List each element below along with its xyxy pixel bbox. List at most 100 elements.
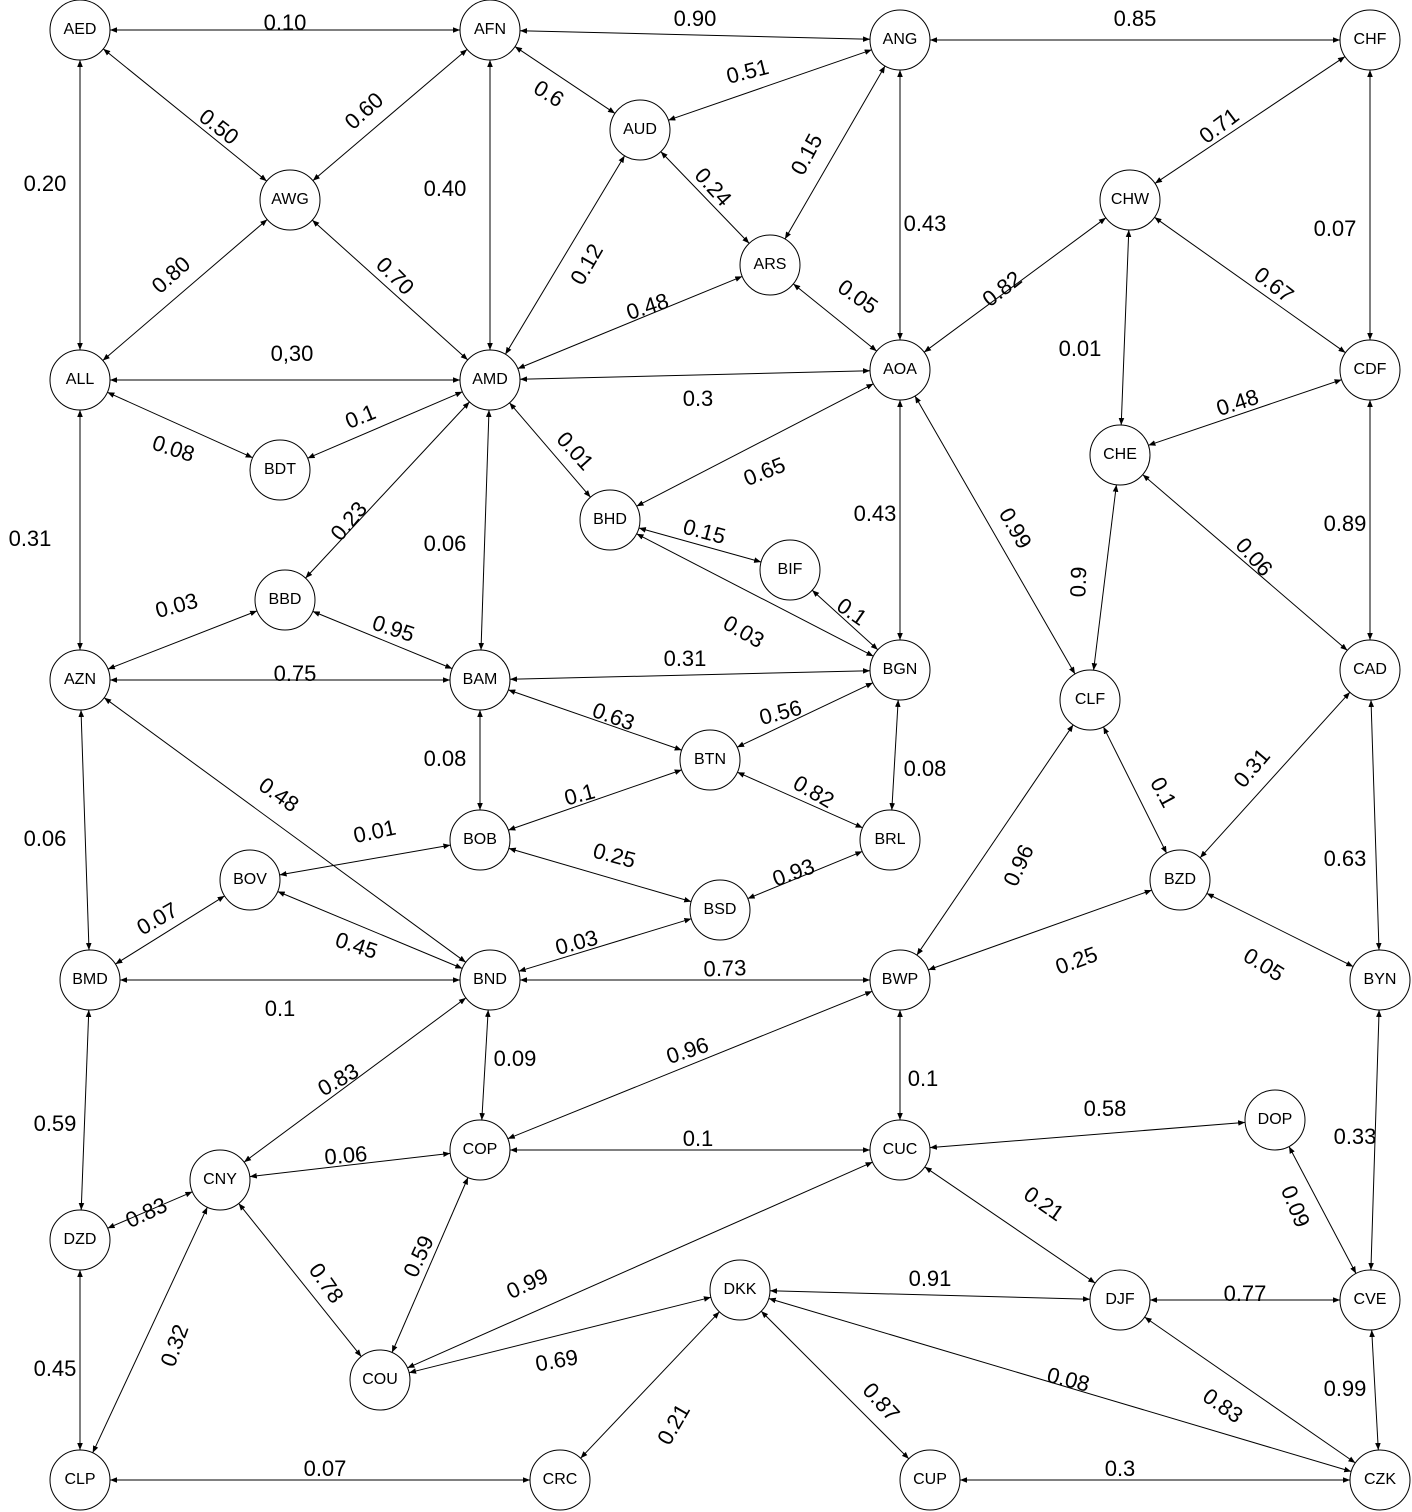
node-bgn[interactable]: BGN (869, 639, 931, 701)
node-circle[interactable] (739, 234, 801, 296)
node-circle[interactable] (869, 339, 931, 401)
node-circle[interactable] (49, 1209, 111, 1271)
node-circle[interactable] (709, 1259, 771, 1321)
node-djf[interactable]: DJF (1089, 1269, 1151, 1331)
node-circle[interactable] (1059, 669, 1121, 731)
node-dkk[interactable]: DKK (709, 1259, 771, 1321)
node-bdt[interactable]: BDT (249, 439, 311, 501)
node-dzd[interactable]: DZD (49, 1209, 111, 1271)
node-circle[interactable] (254, 569, 316, 631)
node-cad[interactable]: CAD (1339, 639, 1401, 701)
node-bsd[interactable]: BSD (689, 879, 751, 941)
node-circle[interactable] (529, 1449, 591, 1511)
node-azn[interactable]: AZN (49, 649, 111, 711)
node-label: DKK (724, 1281, 757, 1298)
node-circle[interactable] (1339, 1269, 1401, 1331)
node-crc[interactable]: CRC (529, 1449, 591, 1511)
node-aoa[interactable]: AOA (869, 339, 931, 401)
node-brl[interactable]: BRL (859, 809, 921, 871)
node-circle[interactable] (869, 9, 931, 71)
node-circle[interactable] (459, 949, 521, 1011)
node-circle[interactable] (1339, 9, 1401, 71)
node-circle[interactable] (219, 849, 281, 911)
node-all[interactable]: ALL (49, 349, 111, 411)
edge-weight-label: 0.93 (769, 853, 818, 891)
edge-weight-label: 0.48 (254, 772, 303, 817)
node-circle[interactable] (449, 649, 511, 711)
node-circle[interactable] (899, 1449, 961, 1511)
node-bbd[interactable]: BBD (254, 569, 316, 631)
node-circle[interactable] (49, 0, 111, 61)
node-aed[interactable]: AED (49, 0, 111, 61)
node-circle[interactable] (869, 949, 931, 1011)
node-circle[interactable] (49, 649, 111, 711)
node-circle[interactable] (449, 809, 511, 871)
node-circle[interactable] (449, 1119, 511, 1181)
node-clf[interactable]: CLF (1059, 669, 1121, 731)
edge-line (1154, 56, 1346, 184)
edge-weight-label: 0.21 (652, 1399, 695, 1449)
edge-line (636, 383, 874, 507)
node-ang[interactable]: ANG (869, 9, 931, 71)
node-circle[interactable] (869, 639, 931, 701)
node-bnd[interactable]: BND (459, 949, 521, 1011)
node-che[interactable]: CHE (1089, 424, 1151, 486)
node-circle[interactable] (609, 99, 671, 161)
node-bzd[interactable]: BZD (1149, 849, 1211, 911)
node-czk[interactable]: CZK (1349, 1449, 1411, 1511)
node-label: CHF (1354, 31, 1387, 48)
node-cop[interactable]: COP (449, 1119, 511, 1181)
node-circle[interactable] (1349, 1449, 1411, 1511)
node-circle[interactable] (1339, 339, 1401, 401)
node-bov[interactable]: BOV (219, 849, 281, 911)
node-cup[interactable]: CUP (899, 1449, 961, 1511)
node-chw[interactable]: CHW (1099, 169, 1161, 231)
node-cny[interactable]: CNY (189, 1149, 251, 1211)
node-bwp[interactable]: BWP (869, 949, 931, 1011)
node-bif[interactable]: BIF (759, 539, 821, 601)
node-btn[interactable]: BTN (679, 729, 741, 791)
node-circle[interactable] (1339, 639, 1401, 701)
node-dop[interactable]: DOP (1244, 1089, 1306, 1151)
node-circle[interactable] (759, 539, 821, 601)
node-circle[interactable] (459, 0, 521, 61)
node-cve[interactable]: CVE (1339, 1269, 1401, 1331)
edge-weight-label: 0.01 (552, 427, 599, 476)
node-label: AZN (64, 671, 96, 688)
node-bam[interactable]: BAM (449, 649, 511, 711)
node-circle[interactable] (49, 1449, 111, 1511)
node-circle[interactable] (859, 809, 921, 871)
node-circle[interactable] (1099, 169, 1161, 231)
node-circle[interactable] (1149, 849, 1211, 911)
node-cou[interactable]: COU (349, 1349, 411, 1411)
node-afn[interactable]: AFN (459, 0, 521, 61)
node-circle[interactable] (1089, 1269, 1151, 1331)
node-bob[interactable]: BOB (449, 809, 511, 871)
node-cdf[interactable]: CDF (1339, 339, 1401, 401)
node-circle[interactable] (349, 1349, 411, 1411)
node-circle[interactable] (249, 439, 311, 501)
node-aud[interactable]: AUD (609, 99, 671, 161)
node-circle[interactable] (189, 1149, 251, 1211)
node-circle[interactable] (579, 489, 641, 551)
node-circle[interactable] (1349, 949, 1411, 1011)
node-chf[interactable]: CHF (1339, 9, 1401, 71)
node-circle[interactable] (689, 879, 751, 941)
node-cuc[interactable]: CUC (869, 1119, 931, 1181)
node-bhd[interactable]: BHD (579, 489, 641, 551)
node-amd[interactable]: AMD (459, 349, 521, 411)
node-circle[interactable] (869, 1119, 931, 1181)
node-bmd[interactable]: BMD (59, 949, 121, 1011)
node-circle[interactable] (1244, 1089, 1306, 1151)
node-circle[interactable] (679, 729, 741, 791)
node-circle[interactable] (59, 949, 121, 1011)
node-byn[interactable]: BYN (1349, 949, 1411, 1011)
node-awg[interactable]: AWG (259, 169, 321, 231)
edge-weight-label: 0.08 (904, 756, 947, 781)
node-circle[interactable] (1089, 424, 1151, 486)
node-circle[interactable] (459, 349, 521, 411)
node-circle[interactable] (49, 349, 111, 411)
node-circle[interactable] (259, 169, 321, 231)
node-ars[interactable]: ARS (739, 234, 801, 296)
node-clp[interactable]: CLP (49, 1449, 111, 1511)
